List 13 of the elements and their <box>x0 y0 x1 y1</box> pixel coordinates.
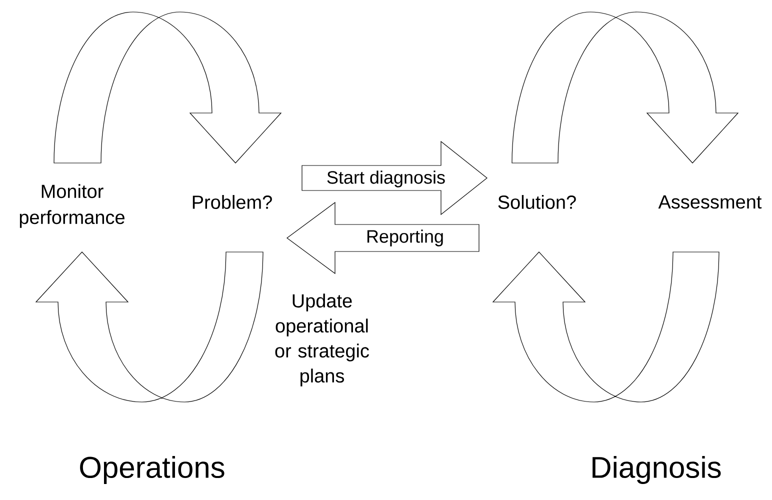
cycle-title: Diagnosis <box>592 456 721 484</box>
curved-arrow <box>36 252 264 402</box>
curved-arrow <box>492 252 720 402</box>
curved-arrow <box>512 12 738 164</box>
step-label: Problem? <box>192 195 272 209</box>
curved-arrow <box>54 12 282 164</box>
step-label: Monitor performance <box>20 184 124 228</box>
annotation-text: Update operational or strategic plans <box>275 294 369 386</box>
cycle-title: Operations <box>80 456 224 484</box>
step-label: Solution? <box>498 195 576 209</box>
edge-label: Reporting <box>364 228 446 248</box>
edge-label: Start diagnosis <box>325 170 447 188</box>
step-label: Assessment <box>658 195 762 209</box>
